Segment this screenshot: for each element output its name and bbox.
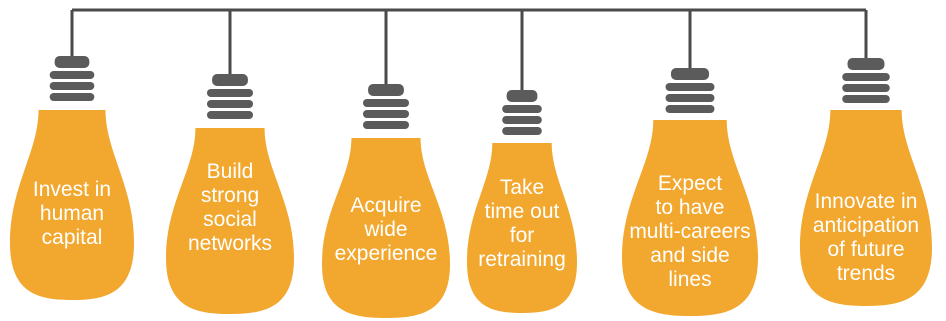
socket-cap [506, 90, 538, 102]
socket-cap [670, 68, 710, 80]
socket-ring [842, 84, 890, 92]
socket-ring [362, 99, 410, 107]
bulb [622, 10, 758, 316]
bulb-label-line: trends [836, 262, 896, 285]
bulb-label-line: Acquire [350, 194, 422, 217]
socket-cap [368, 84, 404, 96]
socket-ring [206, 100, 254, 108]
bulb-glass [622, 120, 758, 316]
bulb [166, 10, 294, 314]
socket-ring [206, 111, 254, 119]
bulb-label-line: time out [484, 200, 560, 223]
socket-ring [362, 110, 410, 118]
bulb [10, 10, 134, 300]
socket-ring [49, 93, 95, 101]
socket-ring [362, 121, 410, 129]
bulb-glass [800, 110, 932, 306]
bulb-glass [467, 143, 577, 313]
bulb-label-line: and side [650, 244, 730, 267]
socket-ring [842, 95, 890, 103]
socket-ring [502, 116, 542, 124]
socket-cap [212, 74, 248, 86]
bulb-label-line: strong [200, 184, 260, 207]
bulb-label-line: anticipation [812, 214, 920, 237]
bulb-label-line: for [509, 224, 535, 247]
bulb-label-line: Invest in [32, 178, 112, 201]
bulb-label-line: Build [206, 160, 254, 183]
bulb-glass [322, 138, 450, 318]
bulb-label-line: Expect [657, 172, 723, 195]
socket-ring [502, 127, 542, 135]
bulb-label-line: human [39, 202, 105, 225]
socket-cap [54, 56, 90, 68]
bulb-label-line: social [203, 208, 257, 231]
bulb-label-line: wide [364, 218, 408, 241]
socket-ring [49, 82, 95, 90]
bulb-label-line: capital [41, 226, 103, 249]
bulb-label-line: lines [668, 268, 712, 291]
bulb-label-line: multi-careers [629, 220, 751, 243]
socket-ring [665, 94, 715, 102]
bulb [800, 10, 932, 306]
socket-ring [665, 105, 715, 113]
bulb-label-line: retraining [478, 248, 566, 271]
socket-cap [847, 58, 885, 70]
socket-ring [49, 71, 95, 79]
socket-ring [665, 83, 715, 91]
bulb-label-line: Take [499, 176, 545, 199]
socket-ring [502, 105, 542, 113]
bulb-label-line: experience [334, 242, 438, 265]
bulb-label-line: to have [655, 196, 725, 219]
socket-ring [206, 89, 254, 97]
bulb-glass [10, 110, 134, 300]
bulb-label-line: networks [187, 232, 273, 255]
bulb [322, 10, 450, 318]
bulb-label-line: of future [827, 238, 905, 261]
socket-ring [842, 73, 890, 81]
bulb-glass [166, 128, 294, 314]
bulb-label-line: Innovate in [814, 190, 918, 213]
bulb [467, 10, 577, 313]
